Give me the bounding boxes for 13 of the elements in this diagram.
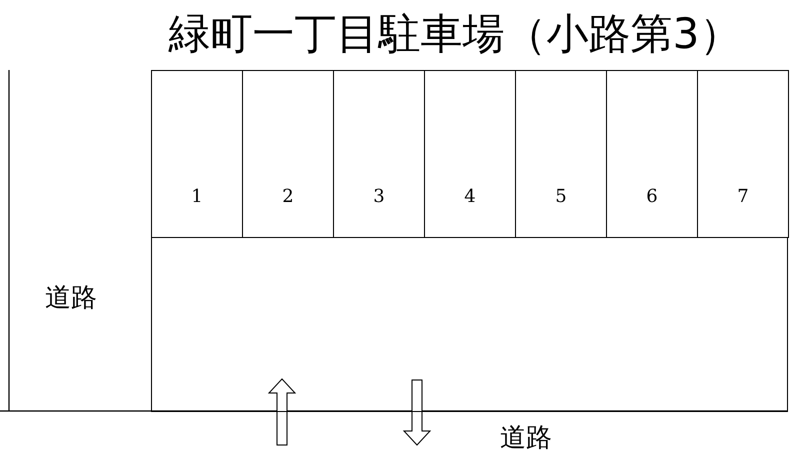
road-label: 道路 [45, 282, 97, 315]
space-number: 2 [282, 186, 294, 207]
parking-space [151, 70, 243, 238]
road-label: 道路 [500, 422, 552, 455]
parking-space [697, 70, 789, 238]
space-number: 1 [191, 186, 203, 207]
space-number: 5 [555, 186, 567, 207]
space-number: 7 [737, 186, 749, 207]
space-number: 3 [373, 186, 385, 207]
title: 緑町一丁目駐車場（小路第3） [167, 8, 742, 60]
space-number: 4 [464, 186, 476, 207]
space-number: 6 [646, 186, 658, 207]
driveway-area [151, 237, 788, 412]
